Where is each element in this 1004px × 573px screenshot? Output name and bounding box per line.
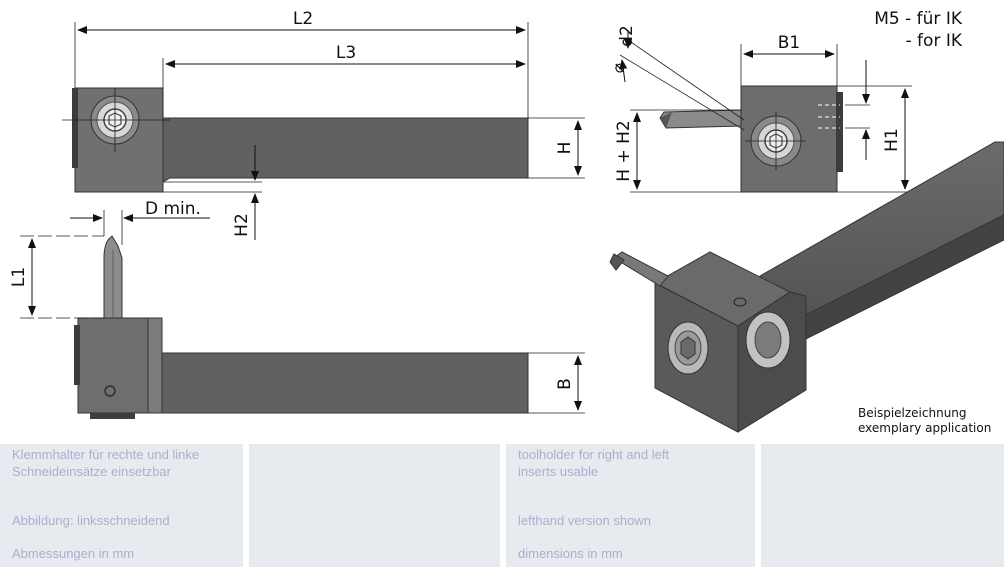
- dim-H-plus-H2: H + H2: [614, 120, 634, 181]
- dim-L3: L3: [336, 43, 356, 63]
- dim-D-min: D min.: [145, 199, 201, 219]
- end-view-insert: [659, 109, 742, 129]
- coolant-hole-icon: [104, 385, 116, 397]
- dim-H2: H2: [232, 213, 252, 237]
- note-de-line1: Klemmhalter für rechte und linke: [12, 447, 200, 462]
- example-note-en: exemplary application: [858, 421, 991, 435]
- dim-L2: L2: [293, 9, 313, 29]
- technical-drawing: L2 L3 H H2 L1 D min.: [9, 9, 1004, 435]
- dim-H1: H1: [882, 128, 902, 152]
- holder-body-side: [159, 352, 529, 414]
- dim-L1: L1: [9, 267, 29, 287]
- iso-front-screw-icon: [667, 321, 709, 375]
- iso-view: Beispielzeichnung exemplary application: [609, 141, 1004, 435]
- side-view: L1 D min. B: [9, 199, 585, 419]
- note-de-figure: Abbildung: linksschneidend: [12, 513, 170, 528]
- top-view: L2 L3 H H2: [62, 9, 585, 240]
- note-en-line1: toolholder for right and left: [518, 447, 670, 462]
- note-en-units: dimensions in mm: [518, 546, 623, 561]
- note-de-units: Abmessungen in mm: [12, 546, 135, 561]
- dim-B: B: [555, 378, 575, 390]
- note-en-figure: lefthand version shown: [518, 513, 651, 528]
- note-de-line2: Schneideinsätze einsetzbar: [12, 464, 171, 479]
- iso-coolant-hole-icon: [733, 297, 747, 307]
- notes-panel-en: toolholder for right and left inserts us…: [506, 444, 755, 567]
- note-en-line2: inserts usable: [518, 464, 599, 479]
- notes-panel-de: Klemmhalter für rechte und linke Schneid…: [0, 444, 243, 567]
- dim-B1: B1: [778, 33, 800, 53]
- dim-d2: d2: [617, 25, 637, 47]
- diameter-symbol: ⌀: [609, 63, 629, 73]
- notes-panel-blank-2: [761, 444, 1004, 567]
- m5-label-en: - for IK: [906, 31, 963, 51]
- notes-panel-row: Klemmhalter für rechte und linke Schneid…: [0, 444, 1004, 567]
- iso-side-screw-icon: [745, 311, 791, 369]
- end-view: d2 ⌀ B1 H + H2 H1 M5 - für IK - for IK: [609, 9, 963, 193]
- m5-label-de: M5 - für IK: [874, 9, 963, 29]
- iso-insert: [613, 251, 669, 287]
- notes-panel-blank-1: [249, 444, 500, 567]
- dim-H: H: [555, 142, 575, 155]
- example-note-de: Beispielzeichnung: [858, 406, 967, 420]
